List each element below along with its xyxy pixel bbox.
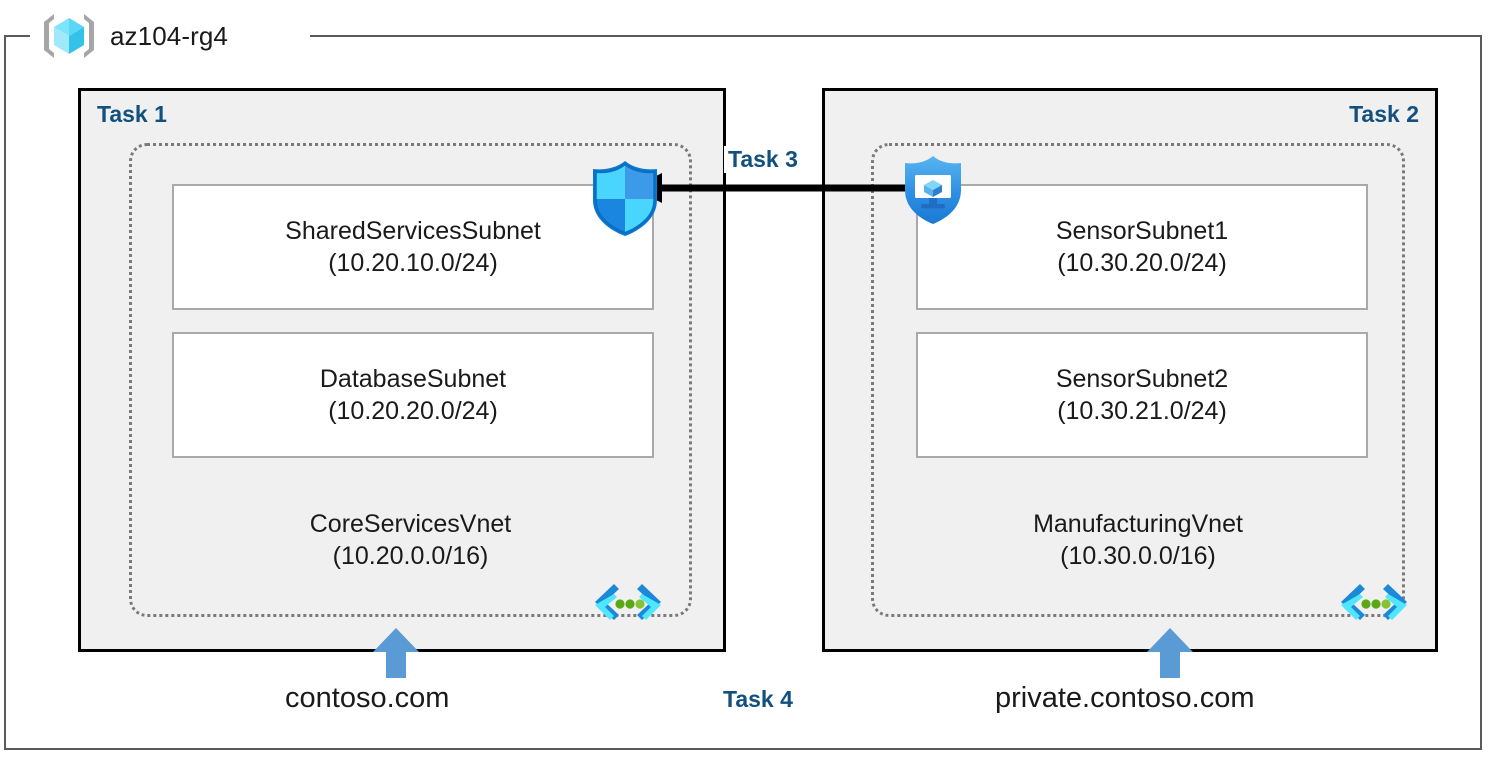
subnet-cidr: (10.20.20.0/24) <box>328 397 498 425</box>
subnet-name: SensorSubnet1 <box>1055 216 1229 245</box>
vm-shield-icon <box>898 153 968 227</box>
vnet-core-services: SharedServicesSubnet (10.20.10.0/24) Dat… <box>129 143 692 617</box>
task-3-label: Task 3 <box>724 146 802 173</box>
dns-zone-contoso: contoso.com <box>285 682 450 714</box>
subnet-sensor-1: SensorSubnet1 (10.30.20.0/24) <box>916 184 1368 310</box>
private-endpoint-icon <box>592 580 664 624</box>
subnet-sensor-2: SensorSubnet2 (10.30.21.0/24) <box>916 332 1368 458</box>
private-endpoint-icon <box>1338 580 1410 624</box>
vnet-label-manufacturing: ManufacturingVnet (10.30.0.0/16) <box>874 508 1402 572</box>
task-panel-1: Task 1 SharedServicesSubnet (10.20.10.0/… <box>78 88 726 652</box>
resource-group-name: az104-rg4 <box>110 20 228 51</box>
dns-zone-private-contoso: private.contoso.com <box>995 682 1255 714</box>
vnet-manufacturing: SensorSubnet1 (10.30.20.0/24) SensorSubn… <box>871 143 1405 617</box>
subnet-cidr: (10.30.20.0/24) <box>1057 249 1227 277</box>
resource-group-frame <box>4 35 1482 750</box>
vnet-cidr: (10.30.0.0/16) <box>1060 542 1216 570</box>
task-4-label: Task 4 <box>723 686 793 712</box>
azure-resource-group-icon <box>40 10 98 62</box>
subnet-shared-services: SharedServicesSubnet (10.20.10.0/24) <box>172 184 654 310</box>
subnet-cidr: (10.30.21.0/24) <box>1057 397 1227 425</box>
vnet-name: CoreServicesVnet <box>309 510 512 538</box>
resource-group-header: az104-rg4 <box>40 8 228 64</box>
task-1-label: Task 1 <box>97 101 167 127</box>
subnet-database: DatabaseSubnet (10.20.20.0/24) <box>172 332 654 458</box>
subnet-name: SharedServicesSubnet <box>285 216 541 245</box>
up-arrow-icon <box>1147 628 1193 678</box>
vnet-cidr: (10.20.0.0/16) <box>332 542 489 570</box>
subnet-name: SensorSubnet2 <box>1055 364 1229 393</box>
up-arrow-icon <box>373 628 419 678</box>
vnet-name: ManufacturingVnet <box>1033 510 1243 538</box>
task-2-label: Task 2 <box>1349 101 1419 127</box>
subnet-name: DatabaseSubnet <box>319 364 507 393</box>
vnet-label-core-services: CoreServicesVnet (10.20.0.0/16) <box>132 508 689 572</box>
subnet-cidr: (10.20.10.0/24) <box>328 249 498 277</box>
firewall-shield-icon <box>585 158 665 238</box>
